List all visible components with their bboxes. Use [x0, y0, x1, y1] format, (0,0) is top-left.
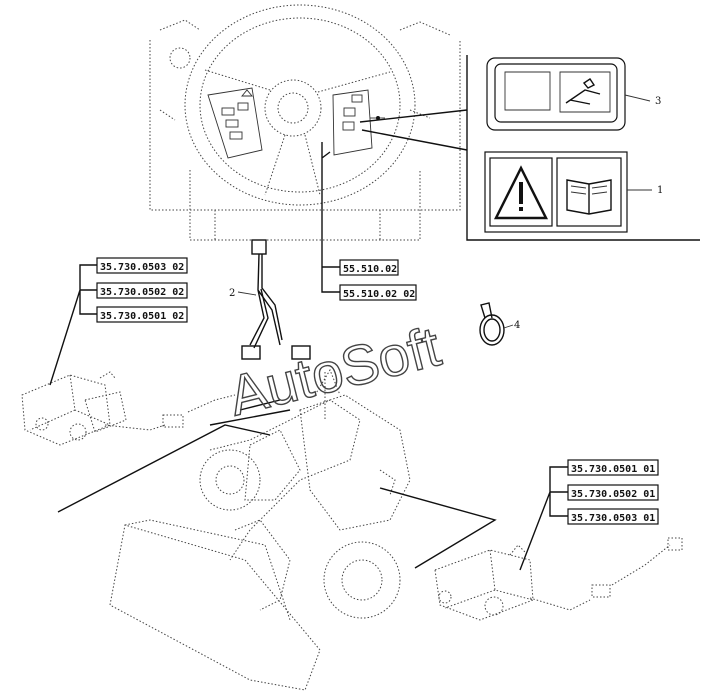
left-ref-1: 35.730.0503 02 [100, 262, 184, 273]
left-valve-block [21, 371, 236, 446]
steering-wheel-assembly [149, 4, 461, 241]
center-ref-2: 55.510.02 02 [343, 289, 415, 300]
open-book-icon [566, 179, 612, 215]
callout-2: 2 [229, 288, 235, 299]
right-ref-1: 35.730.0501 01 [571, 464, 655, 475]
warning-triangle-icon [493, 165, 549, 220]
right-switch-panel [332, 89, 373, 156]
hydraulic-switch-icon [565, 78, 601, 105]
right-valve-block [434, 537, 683, 621]
left-ref-2: 35.730.0502 02 [100, 287, 184, 298]
hose-clamp: 4 [479, 302, 520, 346]
decal-frame [466, 55, 700, 241]
left-ref-3: 35.730.0501 02 [100, 311, 184, 322]
callout-3: 3 [655, 96, 661, 107]
watermark: AutoSoft [223, 314, 447, 427]
switch-decal: 3 [486, 57, 661, 131]
left-valve-refs: 35.730.0503 02 35.730.0502 02 35.730.050… [49, 257, 188, 386]
callout-1: 1 [657, 185, 663, 196]
center-ref-1: 55.510.02 [343, 264, 397, 275]
left-switch-panel [207, 87, 263, 159]
center-refs: 55.510.02 55.510.02 02 [321, 142, 417, 301]
right-ref-2: 35.730.0502 01 [571, 489, 655, 500]
right-valve-refs: 35.730.0501 01 35.730.0502 01 35.730.050… [519, 459, 659, 571]
right-ref-3: 35.730.0503 01 [571, 513, 655, 524]
warning-decal: 1 [484, 151, 663, 233]
wiring-harness: 2 [229, 239, 311, 360]
callout-4: 4 [514, 320, 520, 331]
